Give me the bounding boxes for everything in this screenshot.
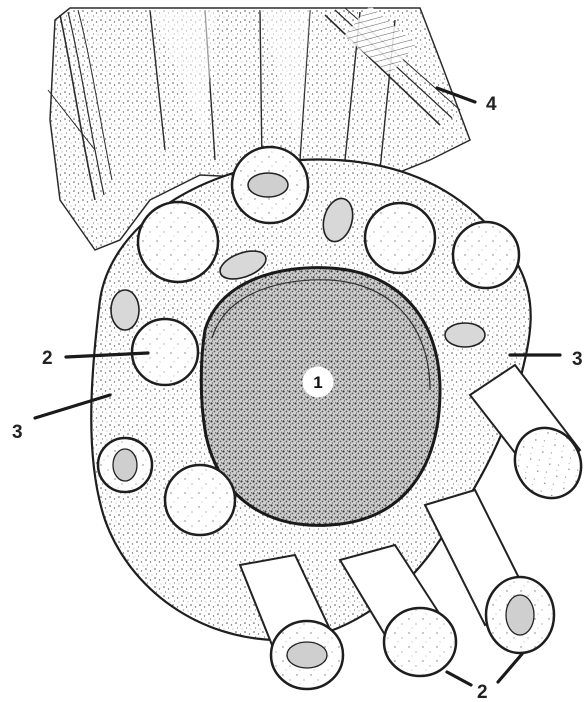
- nucleus-label: 1: [313, 373, 322, 392]
- leader-axons-bottom-a: [447, 672, 471, 685]
- label-axons-bottom: 2: [477, 682, 488, 702]
- nucleus: 1: [201, 268, 440, 526]
- label-axon-left: 2: [42, 348, 53, 369]
- leader-axons-bottom-b: [498, 654, 522, 682]
- label-lamella: 4: [486, 94, 497, 115]
- label-mesaxon-left: 3: [12, 422, 23, 443]
- label-mesaxon-right: 3: [572, 349, 583, 370]
